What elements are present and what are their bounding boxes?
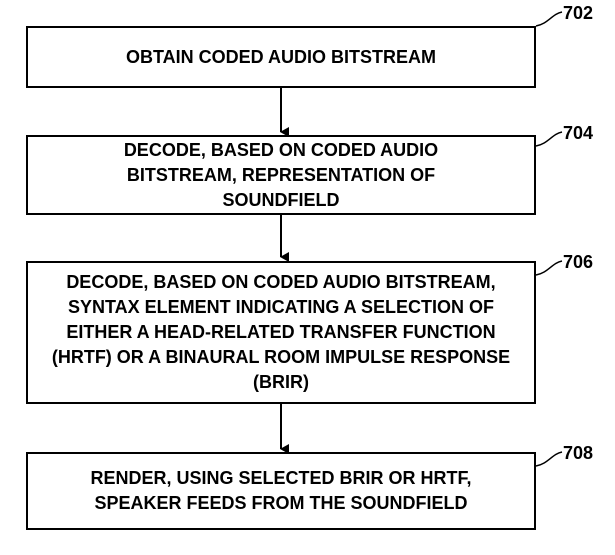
ref-label-708: 708 [563,443,594,463]
ref-label-704: 704 [563,123,594,143]
ref-label-706: 706 [563,252,594,272]
step-text-702: OBTAIN CODED AUDIO BITSTREAM [126,46,436,67]
step-box-702: OBTAIN CODED AUDIO BITSTREAM [26,26,536,88]
leader-706 [535,260,563,276]
step-box-706: DECODE, BASED ON CODED AUDIO BITSTREAM, … [26,261,536,404]
leader-708 [535,451,563,467]
leader-702 [535,11,563,27]
step-box-708: RENDER, USING SELECTED BRIR OR HRTF, SPE… [26,452,536,530]
ref-label-702: 702 [563,3,594,23]
step-box-704: DECODE, BASED ON CODED AUDIO BITSTREAM, … [26,135,536,215]
step-text-706: DECODE, BASED ON CODED AUDIO BITSTREAM, … [51,272,511,392]
step-text-704: DECODE, BASED ON CODED AUDIO BITSTREAM, … [123,139,439,210]
leader-704 [535,131,563,147]
step-text-708: RENDER, USING SELECTED BRIR OR HRTF, SPE… [90,468,472,513]
